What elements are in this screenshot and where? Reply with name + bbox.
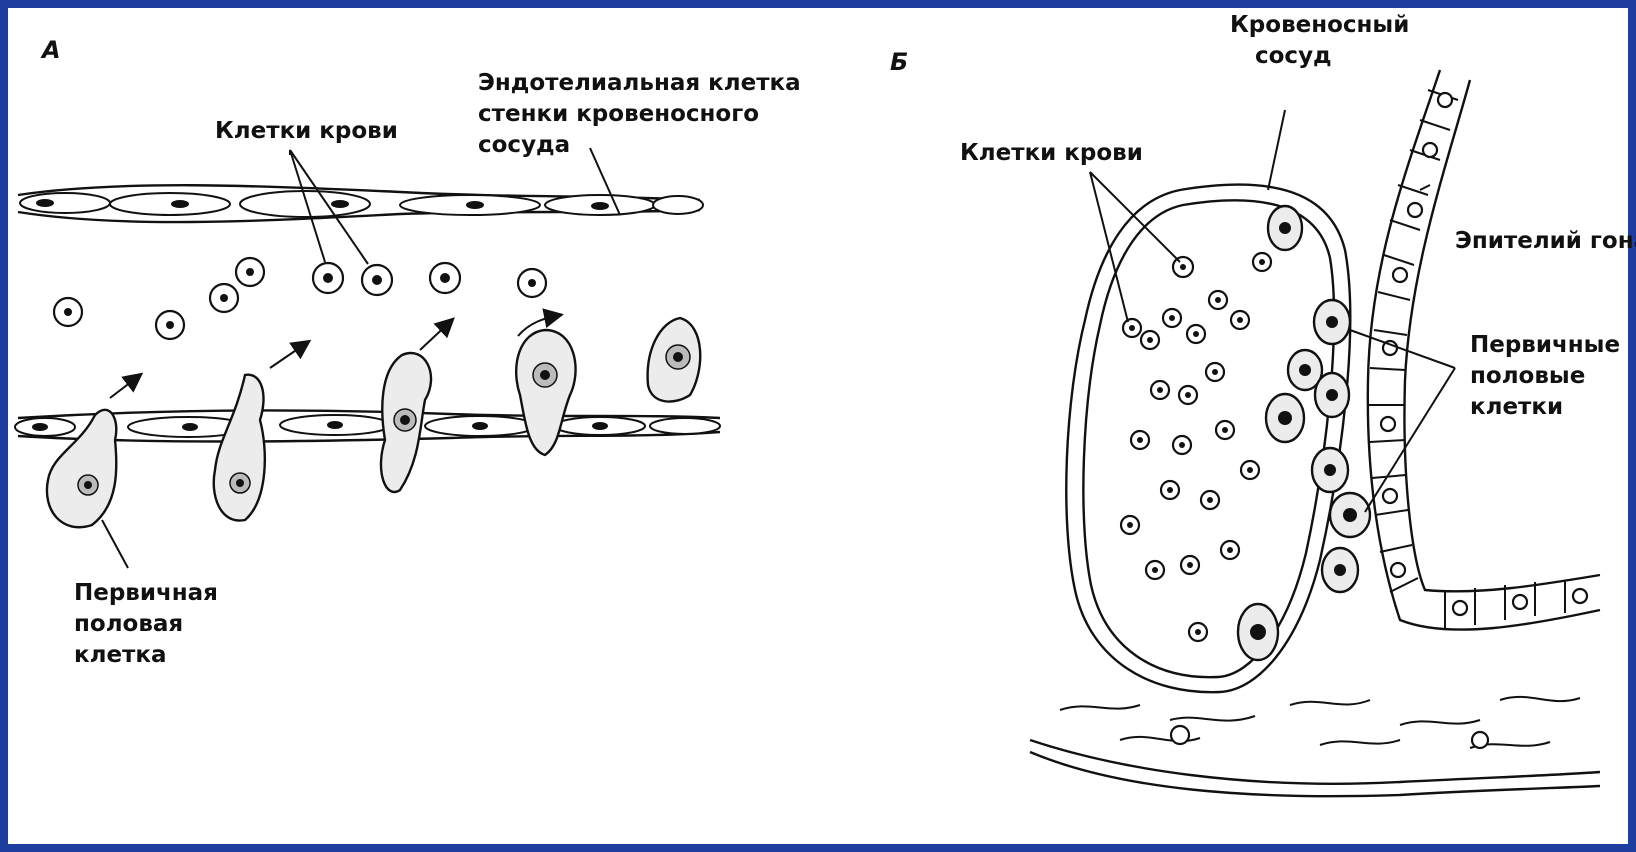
lower-vessel-wall	[15, 411, 720, 442]
blood-cells-group-a	[54, 258, 546, 339]
label-endothelial-line-2: стенки кровеносного	[478, 101, 759, 127]
label-endothelial-line-1: Эндотелиальная клетка	[478, 70, 801, 96]
panel-a-marker: A	[40, 36, 61, 64]
panel-b: Б	[890, 12, 1636, 796]
label-germ-cells-line-1: Первичные	[1470, 332, 1620, 358]
panel-a: A	[15, 36, 801, 668]
label-blood-cells-a: Клетки крови	[215, 118, 398, 144]
label-germ-cell-line-2: половая	[74, 611, 183, 637]
label-endothelial-line-3: сосуда	[478, 132, 570, 158]
blood-cells-group-b	[1121, 253, 1271, 641]
upper-vessel-wall	[18, 185, 703, 222]
large-blood-vessel	[1066, 185, 1350, 693]
panel-b-marker: Б	[890, 48, 908, 76]
connective-tissue	[1030, 697, 1600, 796]
germ-cells-b	[1238, 206, 1370, 660]
panel-b-leader-lines	[1090, 110, 1455, 512]
label-blood-cells-b: Клетки крови	[960, 140, 1143, 166]
label-vessel-line-2: сосуд	[1255, 43, 1332, 69]
label-germ-cells-line-3: клетки	[1470, 394, 1563, 420]
label-germ-cells-line-2: половые	[1470, 363, 1585, 389]
label-vessel-line-1: Кровеносный	[1230, 12, 1409, 38]
label-gonad-epithelium: Эпителий гонад	[1455, 228, 1636, 254]
label-germ-cell-line-3: клетка	[74, 642, 167, 668]
label-germ-cell-line-1: Первичная	[74, 580, 218, 606]
